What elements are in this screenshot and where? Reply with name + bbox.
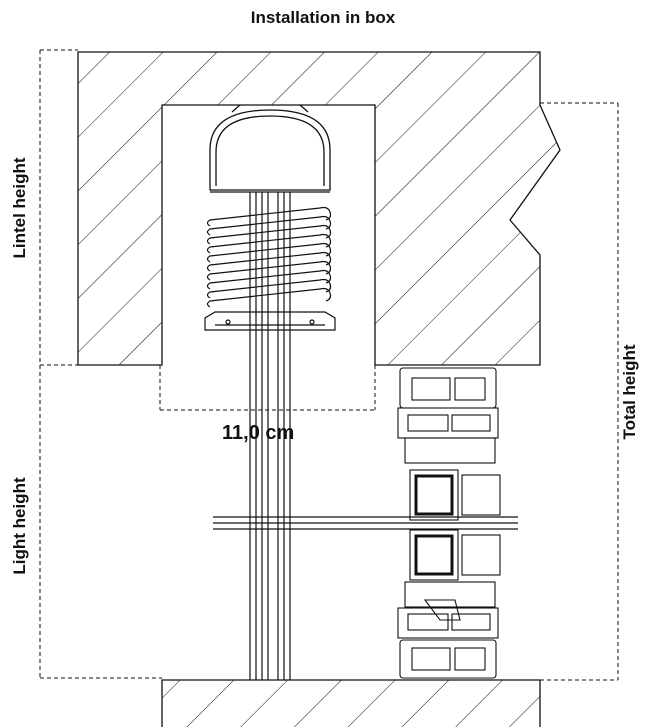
slat [206, 224, 332, 245]
slat [206, 233, 332, 254]
rolled-slats [206, 206, 332, 308]
box-width-dimension: 11,0 cm [222, 422, 295, 444]
slat [206, 287, 332, 308]
slat [206, 206, 332, 227]
guide-rails [249, 192, 291, 680]
lintel-height-label: Lintel height [10, 157, 29, 259]
light-height-label: Light height [10, 477, 29, 575]
slat [206, 278, 332, 299]
drawing-title: Installation in box [250, 8, 396, 27]
box-bottom-rail [204, 311, 336, 331]
sill-wall [161, 679, 541, 727]
total-height-label: Total height [620, 344, 639, 440]
slat [206, 251, 332, 272]
glass-pane [213, 516, 518, 530]
slat [206, 269, 332, 290]
slat [206, 242, 332, 263]
slat [206, 260, 332, 281]
roller-box-hood [209, 104, 331, 193]
slat [206, 215, 332, 236]
window-frame-profile [397, 367, 501, 679]
